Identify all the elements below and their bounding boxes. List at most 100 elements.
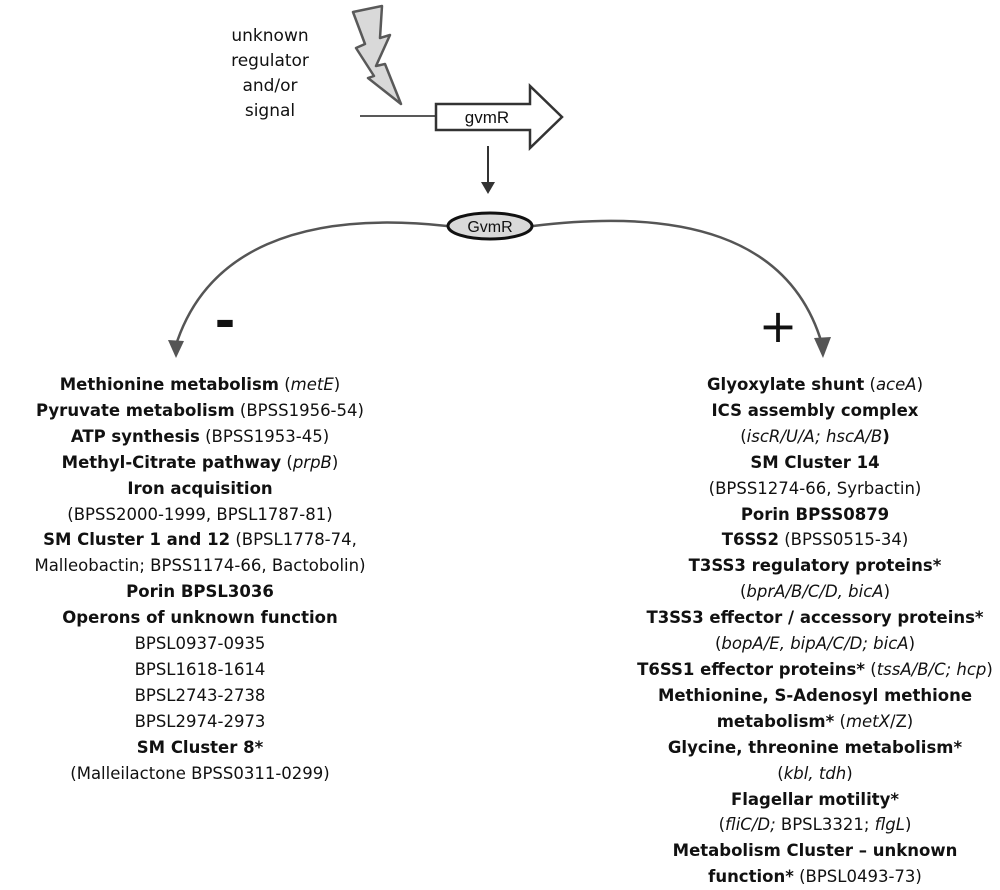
repressed-gene-text: BPSL0937-0935 xyxy=(134,634,266,654)
activated-gene-text: Porin BPSS0879 xyxy=(740,504,890,524)
activated-gene-line: function* (BPSL0493-73) xyxy=(630,864,1000,890)
repressed-gene-line: Methionine metabolism (metE) xyxy=(0,372,400,398)
activated-gene-text: ) xyxy=(904,815,912,835)
activated-sign: + xyxy=(759,299,798,353)
activated-gene-text: aceA xyxy=(875,375,917,394)
activated-gene-text: Glyoxylate shunt xyxy=(707,375,865,394)
repressed-gene-text: BPSL2743-2738 xyxy=(134,685,266,705)
protein-label: GvmR xyxy=(467,219,512,236)
activated-gene-text: ( xyxy=(777,763,784,783)
activated-gene-text: ICS assembly complex xyxy=(711,400,919,420)
activated-gene-text: Flagellar motility* xyxy=(730,789,900,809)
signal-label: unknown regulator and/or signal xyxy=(215,24,325,124)
repressed-gene-text: (Malleilactone BPSS0311-0299) xyxy=(70,763,330,783)
activated-gene-line: metabolism* (metX/Z) xyxy=(630,709,1000,735)
repressed-gene-line: ATP synthesis (BPSS1953-45) xyxy=(0,424,400,450)
repressed-gene-text: ATP synthesis xyxy=(70,426,200,446)
repressed-gene-text: ) xyxy=(331,452,339,472)
repressed-gene-line: BPSL0937-0935 xyxy=(0,631,400,657)
activated-gene-text: Glycine, threonine metabolism* xyxy=(667,737,963,757)
signal-label-line: and/or xyxy=(242,76,298,96)
repressed-gene-text: prpB xyxy=(292,452,332,472)
activated-gene-line: Glyoxylate shunt (aceA) xyxy=(630,372,1000,398)
activated-gene-text: ( xyxy=(739,582,747,602)
activated-gene-text: metX xyxy=(845,711,890,731)
activated-gene-line: SM Cluster 14 xyxy=(630,450,1000,476)
activated-gene-line: T3SS3 regulatory proteins* xyxy=(630,553,1000,579)
activated-gene-text: Methionine, S-Adenosyl methione xyxy=(657,685,973,705)
repressed-gene-line: (Malleilactone BPSS0311-0299) xyxy=(0,761,400,787)
repressed-gene-line: Iron acquisition xyxy=(0,476,400,502)
activated-gene-line: (kbl, tdh) xyxy=(630,761,1000,787)
repressed-gene-text: metE xyxy=(290,375,334,394)
repressed-gene-line: BPSL2974-2973 xyxy=(0,709,400,735)
activated-gene-text: tssA/B/C; hcp xyxy=(876,659,987,679)
repression-arrow-head xyxy=(168,340,184,358)
activated-gene-line: ICS assembly complex xyxy=(630,398,1000,424)
expression-arrow-head xyxy=(481,182,495,194)
repressed-gene-text: Methionine metabolism xyxy=(59,375,279,394)
repressed-gene-text: BPSL2974-2973 xyxy=(134,711,266,731)
activated-gene-line: (fliC/D; BPSL3321; flgL) xyxy=(630,812,1000,838)
repressed-gene-line: Operons of unknown function xyxy=(0,605,400,631)
repressed-gene-text: (BPSL1778-74, xyxy=(230,530,357,550)
activated-gene-text: bopA/E, bipA/C/D; bicA xyxy=(721,634,909,654)
repressed-gene-text: Operons of unknown function xyxy=(62,608,338,628)
activated-gene-text: ) xyxy=(882,426,890,446)
activated-gene-text: bprA/B/C/D, bicA xyxy=(746,582,884,602)
activated-gene-text: kbl, tdh xyxy=(783,763,847,783)
activated-gene-text: ( xyxy=(864,375,876,394)
repressed-genes-list: Methionine metabolism (metE)Pyruvate met… xyxy=(0,372,400,787)
activated-gene-line: (bprA/B/C/D, bicA) xyxy=(630,579,1000,605)
activated-gene-text: T6SS2 xyxy=(721,530,779,550)
activated-gene-text: function* xyxy=(708,867,794,887)
activated-genes-list: Glyoxylate shunt (aceA)ICS assembly comp… xyxy=(630,372,1000,890)
repressed-gene-text: (BPSS1953-45) xyxy=(199,426,330,446)
repressed-gene-text: Porin BPSL3036 xyxy=(126,582,274,602)
activated-gene-text: ) xyxy=(986,659,993,679)
activated-gene-line: T3SS3 effector / accessory proteins* xyxy=(630,605,1000,631)
activation-arrow-head xyxy=(814,337,831,358)
lightning-bolt-icon xyxy=(351,4,403,106)
repressed-gene-line: Malleobactin; BPSS1174-66, Bactobolin) xyxy=(0,553,400,579)
gene-label: gvmR xyxy=(465,108,509,127)
activated-gene-line: (iscR/U/A; hscA/B) xyxy=(630,424,1000,450)
activated-gene-text: BPSL3321; xyxy=(775,815,875,835)
repressed-gene-line: SM Cluster 8* xyxy=(0,735,400,761)
repressed-gene-text: Iron acquisition xyxy=(127,478,273,498)
repressed-gene-line: BPSL1618-1614 xyxy=(0,657,400,683)
repressed-sign: - xyxy=(215,292,236,350)
activated-gene-line: T6SS1 effector proteins* (tssA/B/C; hcp) xyxy=(630,657,1000,683)
activated-gene-text: ) xyxy=(908,634,916,654)
activated-gene-text: iscR/U/A; hscA/B xyxy=(746,426,883,446)
activated-gene-line: Methionine, S-Adenosyl methione xyxy=(630,683,1000,709)
activated-gene-text: ( xyxy=(714,634,722,654)
gene-arrow-icon xyxy=(434,83,564,151)
activated-gene-text: fliC/D; xyxy=(725,815,776,835)
activated-gene-text: (BPSL0493-73) xyxy=(793,867,922,887)
repressed-gene-line: Methyl-Citrate pathway (prpB) xyxy=(0,450,400,476)
activated-gene-line: T6SS2 (BPSS0515-34) xyxy=(630,527,1000,553)
repressed-gene-line: SM Cluster 1 and 12 (BPSL1778-74, xyxy=(0,527,400,553)
repressed-gene-line: Porin BPSL3036 xyxy=(0,579,400,605)
activated-gene-text: (BPSS0515-34) xyxy=(778,530,909,550)
repressed-gene-text: Malleobactin; BPSS1174-66, Bactobolin) xyxy=(34,556,366,576)
activated-gene-text: ) xyxy=(916,375,923,394)
repressed-gene-text: ) xyxy=(333,375,341,394)
repressed-gene-text: (BPSS2000-1999, BPSL1787-81) xyxy=(67,504,333,524)
activated-gene-line: (BPSS1274-66, Syrbactin) xyxy=(630,476,1000,502)
activated-gene-text: ) xyxy=(883,582,891,602)
activated-gene-text: ( xyxy=(718,815,726,835)
signal-label-line: signal xyxy=(244,101,296,121)
repressed-gene-text: ( xyxy=(278,375,291,394)
activated-gene-text: Metabolism Cluster – unknown xyxy=(672,841,958,861)
repressed-gene-text: SM Cluster 1 and 12 xyxy=(43,530,231,550)
activated-gene-line: Glycine, threonine metabolism* xyxy=(630,735,1000,761)
repression-curve xyxy=(173,221,448,349)
signal-label-line: regulator xyxy=(231,51,309,71)
repressed-gene-text: SM Cluster 8* xyxy=(136,737,264,757)
activated-gene-text: T6SS1 effector proteins* xyxy=(637,659,865,679)
repressed-gene-text: Methyl-Citrate pathway xyxy=(61,452,282,472)
activated-gene-text: metabolism* xyxy=(716,711,835,731)
repressed-gene-text: Pyruvate metabolism xyxy=(36,400,235,420)
